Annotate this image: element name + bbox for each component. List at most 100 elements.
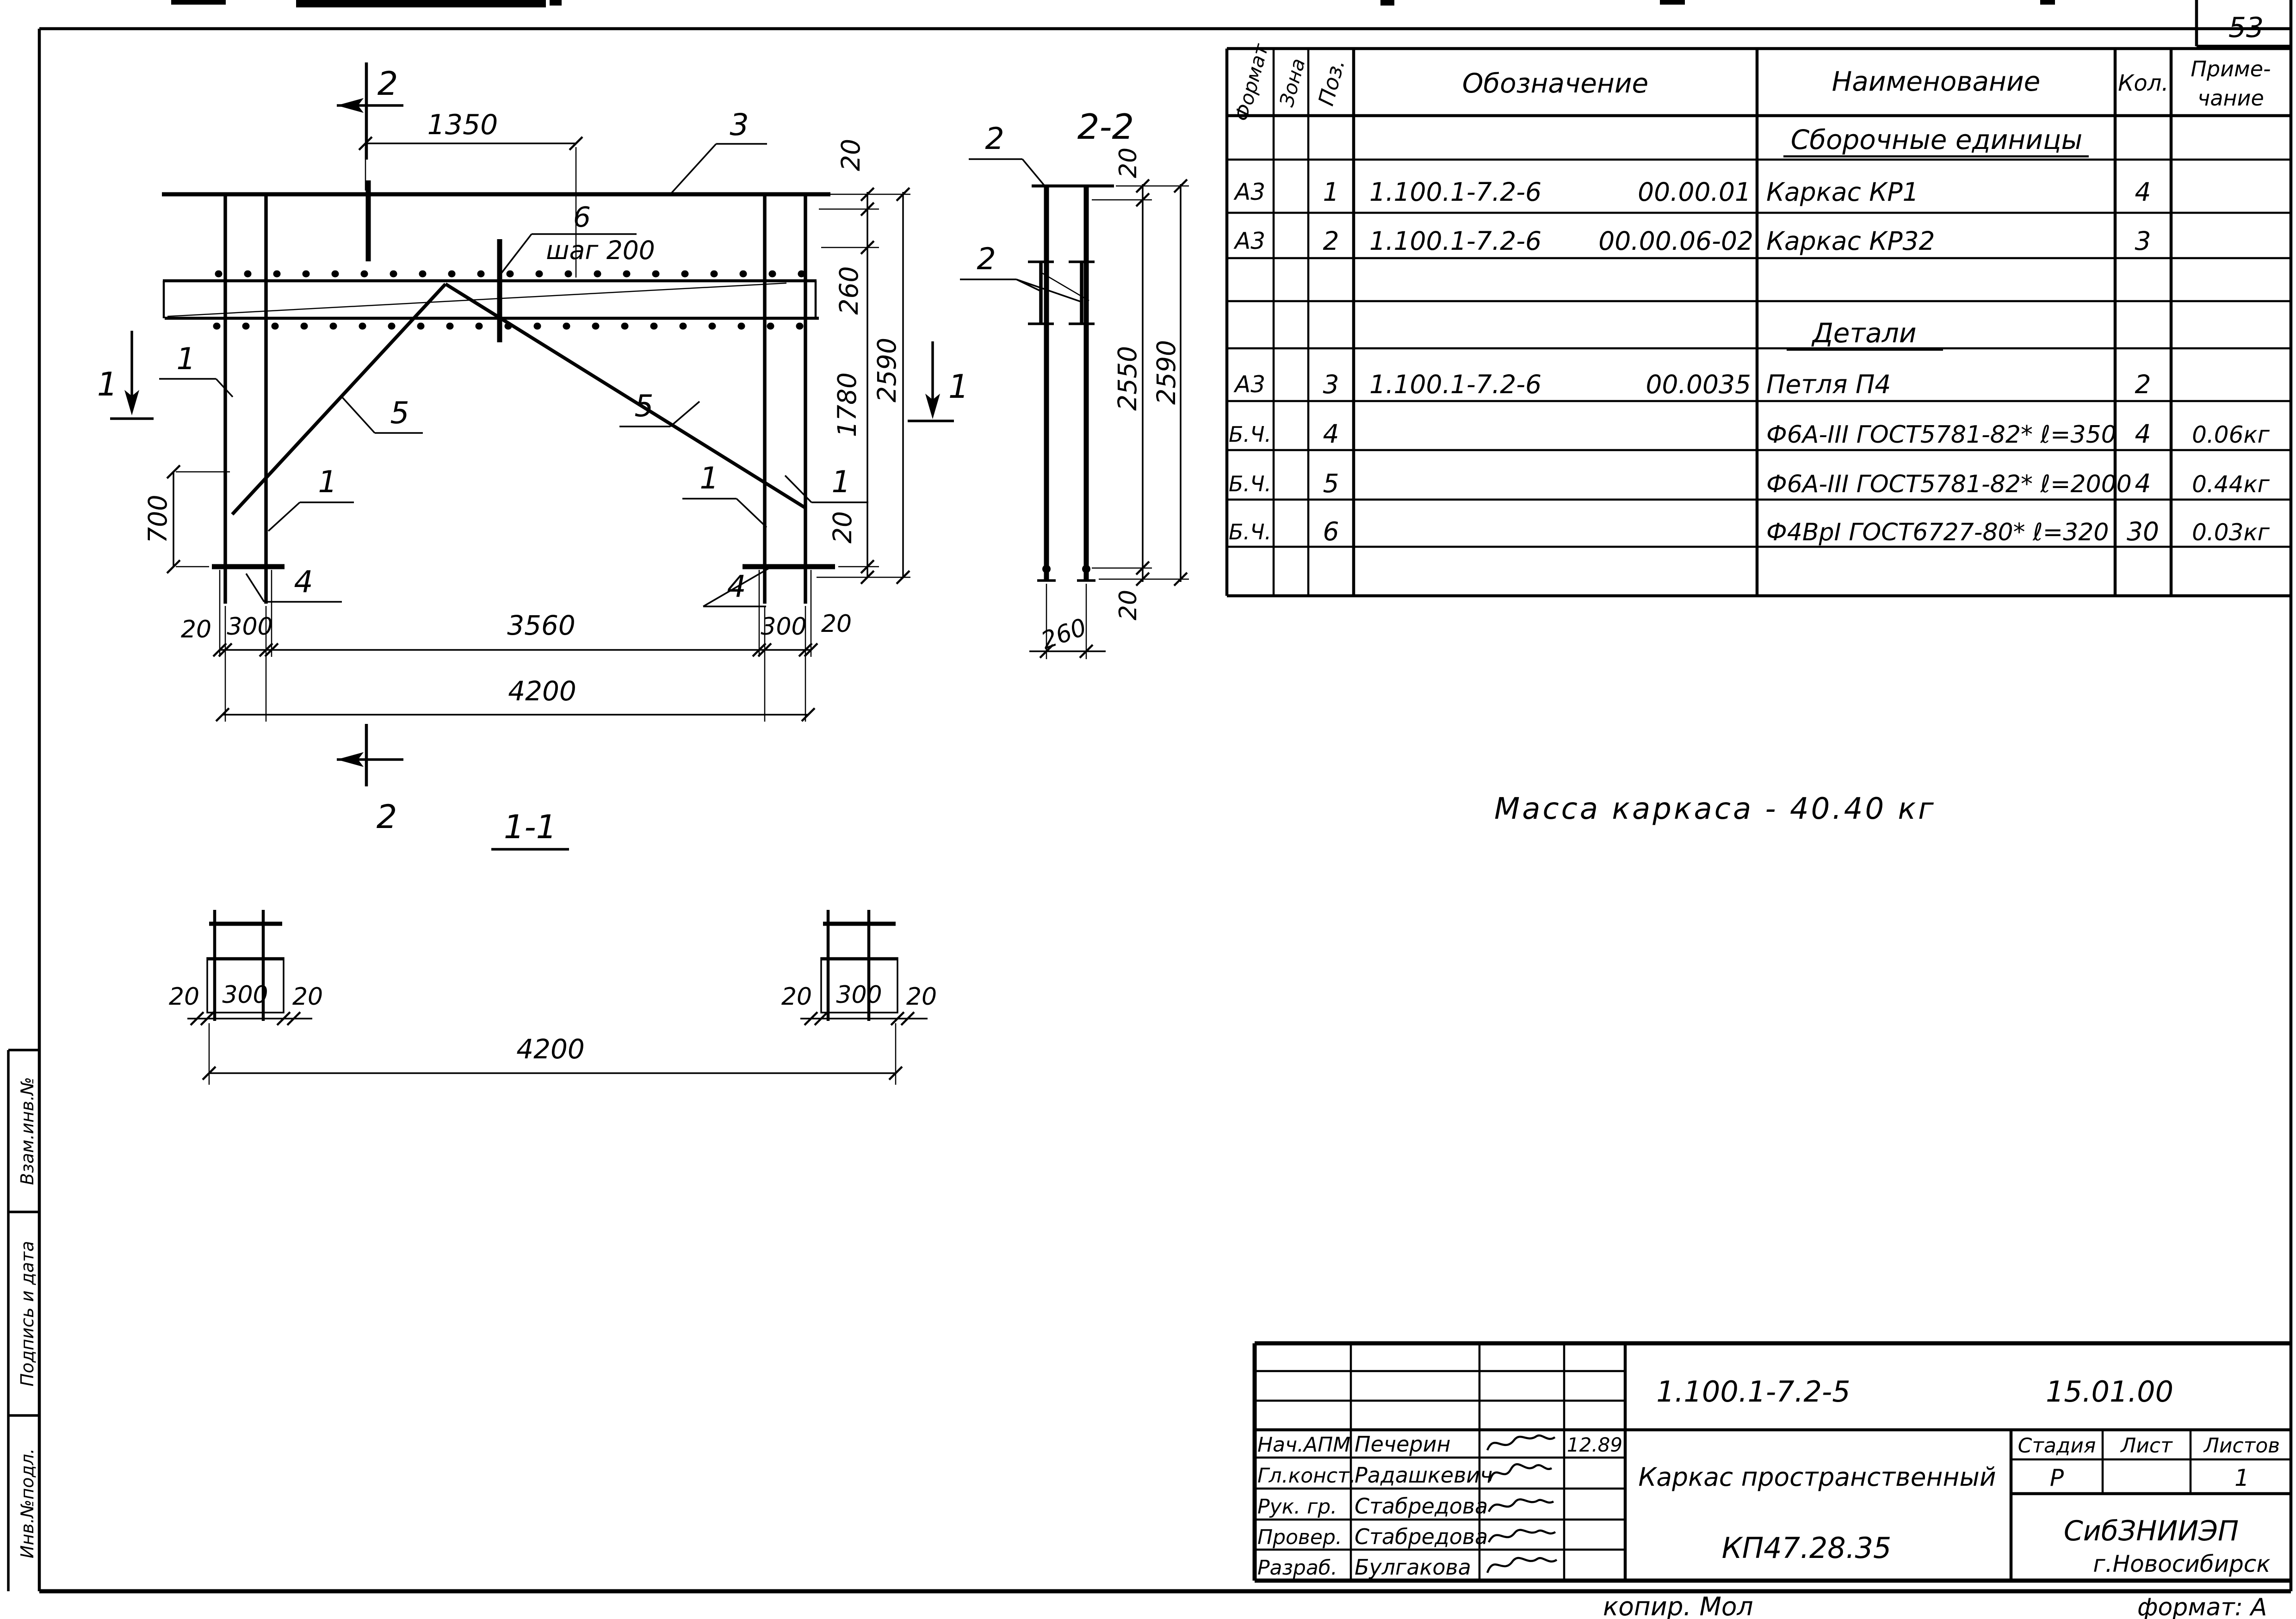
svg-text:Каркас КР32: Каркас КР32 [1766, 226, 1935, 256]
section-marker-2-top: 2 [337, 62, 403, 160]
staff-row: Нач.АПМ Печерин 12.89 [1257, 1432, 1622, 1457]
svg-text:Рук. гр.: Рук. гр. [1257, 1495, 1337, 1519]
svg-text:2: 2 [1323, 226, 1339, 256]
sheets-value: 1 [2234, 1465, 2249, 1491]
svg-text:20: 20 [781, 983, 812, 1011]
callout-5-right: 5 [619, 389, 700, 427]
svg-text:00.0035: 00.0035 [1646, 370, 1751, 399]
stamp-podpis: Подпись и дата [17, 1241, 37, 1387]
col-note1: Приме- [2191, 56, 2271, 81]
svg-text:4: 4 [294, 565, 313, 599]
svg-text:4: 4 [2135, 469, 2151, 498]
spec-row: Б.Ч. 5 Ф6А-III ГОСТ5781-82* ℓ=2000 4 0.4… [1229, 469, 2270, 498]
org-name: СибЗНИИЭП [2064, 1515, 2239, 1547]
svg-text:2: 2 [377, 798, 397, 836]
title-block: 1.100.1-7.2-5 15.01.00 Нач.АПМ Печерин 1… [1252, 1341, 2291, 1583]
staff-row: Провер. Стабредова [1257, 1524, 1556, 1549]
svg-text:Ф4ВрI ГОСТ6727-80* ℓ=320: Ф4ВрI ГОСТ6727-80* ℓ=320 [1766, 519, 2109, 546]
signature-icon [1486, 1434, 1556, 1451]
svg-text:2: 2 [2135, 370, 2151, 399]
spec-row: Б.Ч. 6 Ф4ВрI ГОСТ6727-80* ℓ=320 30 0.03к… [1229, 517, 2270, 546]
svg-text:Б.Ч.: Б.Ч. [1229, 519, 1271, 544]
svg-text:Ф6А-III ГОСТ5781-82* ℓ=2000: Ф6А-III ГОСТ5781-82* ℓ=2000 [1766, 470, 2132, 498]
svg-text:20: 20 [836, 139, 866, 171]
dim-1350: 1350 [358, 109, 583, 278]
section-details: Детали [1811, 317, 1916, 349]
stage-value: Р [2050, 1465, 2064, 1491]
svg-text:4200: 4200 [516, 1033, 585, 1065]
callout-4-right: 4 [703, 567, 770, 607]
svg-text:20: 20 [821, 610, 852, 638]
svg-text:1: 1 [97, 365, 118, 403]
svg-text:4: 4 [2135, 177, 2151, 207]
dim-4200-section: 4200 [202, 1023, 903, 1085]
dim-260-bottom: 260 [1029, 584, 1106, 659]
svg-text:А3: А3 [1233, 179, 1265, 205]
svg-text:260: 260 [1038, 613, 1090, 655]
page-number-box: 53 [2195, 0, 2291, 48]
stamp-inv: Инв.№подл. [17, 1448, 37, 1558]
svg-text:3: 3 [1323, 370, 1339, 399]
svg-text:20: 20 [169, 983, 199, 1011]
svg-text:1: 1 [699, 461, 718, 496]
svg-text:700: 700 [143, 495, 173, 544]
svg-text:30: 30 [2127, 517, 2159, 546]
svg-text:6: 6 [1323, 517, 1339, 546]
signature-icon [1487, 1498, 1554, 1513]
spec-table: Формат Зона Поз. Обозначение Наименовани… [1225, 41, 2291, 598]
svg-text:0.44кг: 0.44кг [2192, 471, 2270, 498]
svg-text:Провер.: Провер. [1257, 1526, 1342, 1549]
stage-label: Стадия [2018, 1434, 2096, 1458]
svg-text:1: 1 [948, 368, 969, 406]
svg-text:Каркас КР1: Каркас КР1 [1766, 177, 1919, 207]
svg-text:20: 20 [292, 983, 323, 1011]
col-desig: Обозначение [1462, 68, 1648, 99]
section-assembly: Сборочные единицы [1791, 124, 2083, 155]
spec-row: А3 2 1.100.1-7.2-6 00.00.06-02 Каркас КР… [1233, 226, 2151, 256]
view-title-2-2: 2-2 [1077, 106, 1134, 147]
step-note: шаг 200 [546, 235, 655, 265]
callout-4-left: 4 [245, 565, 342, 603]
svg-text:1780: 1780 [832, 372, 862, 437]
staff-row: Гл.конст. Радашкевич [1257, 1463, 1553, 1488]
svg-text:00.00.01: 00.00.01 [1638, 177, 1751, 207]
svg-text:Радашкевич: Радашкевич [1355, 1463, 1492, 1488]
col-note2: чание [2197, 86, 2264, 111]
svg-text:20: 20 [1114, 148, 1142, 178]
svg-text:4: 4 [1323, 419, 1339, 449]
svg-text:20: 20 [828, 511, 857, 544]
svg-text:300: 300 [836, 981, 882, 1009]
staff-row: Рук. гр. Стабредова [1257, 1494, 1554, 1519]
doc-code: 1.100.1-7.2-5 [1656, 1375, 1850, 1409]
front-view: 2 2 1 1 1350 [97, 62, 969, 836]
stamp-vzam: Взам.инв.№ [17, 1077, 37, 1185]
callout-6-step: 6 шаг 200 [498, 201, 655, 278]
date-code: 15.01.00 [2046, 1375, 2173, 1409]
svg-text:4200: 4200 [508, 675, 576, 707]
svg-text:2: 2 [985, 122, 1004, 156]
svg-text:1: 1 [176, 342, 195, 377]
spec-row: А3 1 1.100.1-7.2-6 00.00.01 Каркас КР1 4 [1233, 177, 2151, 207]
svg-text:Нач.АПМ: Нач.АПМ [1257, 1433, 1350, 1457]
signature-icon [1486, 1557, 1558, 1573]
section-marker-2-bottom: 2 [337, 724, 403, 836]
callout-1b: 1 [267, 465, 354, 532]
svg-text:3: 3 [730, 108, 749, 142]
svg-text:5: 5 [390, 396, 409, 431]
svg-text:Стабредова: Стабредова [1355, 1494, 1488, 1519]
org-city: г.Новосибирск [2093, 1551, 2270, 1577]
section-marker-1-right: 1 [908, 341, 969, 422]
svg-text:Булгакова: Булгакова [1355, 1555, 1471, 1580]
svg-text:6: 6 [573, 201, 591, 234]
sheet-frame [37, 0, 2293, 1594]
drawing-code: КП47.28.35 [1722, 1531, 1892, 1565]
col-format: Формат [1231, 41, 1273, 124]
section-2-2-view: 2-2 2 2 [960, 106, 1189, 659]
svg-text:1: 1 [318, 465, 337, 500]
col-pos: Поз. [1313, 56, 1350, 108]
svg-text:4: 4 [727, 569, 746, 604]
svg-text:2590: 2590 [1151, 340, 1181, 405]
callout-5-left: 5 [341, 396, 423, 434]
section-1-1-view: 1-1 20 300 20 [169, 808, 937, 1085]
